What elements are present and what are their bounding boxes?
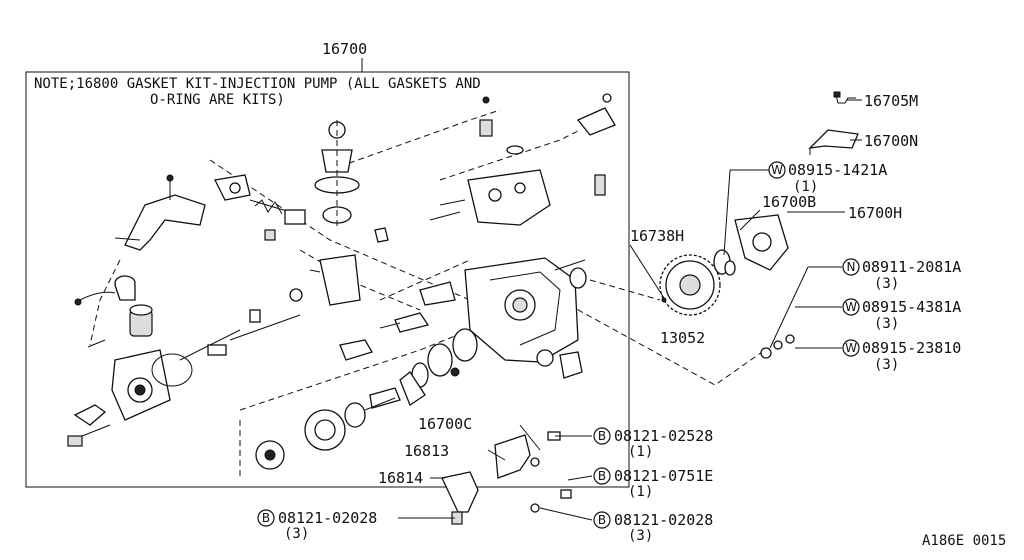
- b-badge-3: B: [257, 509, 275, 527]
- label-08915-23810: 08915-23810: [862, 339, 961, 357]
- label-16700B: 16700B: [762, 193, 816, 211]
- label-16814: 16814: [378, 469, 423, 487]
- label-08121-02028-left: 08121-02028: [278, 509, 377, 527]
- label-16700C: 16700C: [418, 415, 472, 433]
- label-13052: 13052: [660, 329, 705, 347]
- assembly-frame: [25, 71, 630, 488]
- svg-text:N: N: [847, 260, 856, 274]
- figure-reference: A186E 0015: [922, 533, 1006, 549]
- label-16700H: 16700H: [848, 204, 902, 222]
- label-16700N: 16700N: [864, 132, 918, 150]
- qty-08121-02028-left: (3): [284, 526, 309, 542]
- svg-text:W: W: [845, 300, 857, 314]
- label-16700: 16700: [322, 40, 367, 58]
- label-16813: 16813: [404, 442, 449, 460]
- w-badge-3: W: [842, 339, 860, 357]
- note-line-2: O-RING ARE KITS): [150, 92, 285, 108]
- qty-08121-02028-right: (3): [628, 528, 653, 544]
- timing-gear-assembly: [441, 91, 859, 525]
- svg-text:B: B: [598, 513, 606, 527]
- b-badge-4: B: [593, 511, 611, 529]
- svg-text:B: B: [598, 429, 606, 443]
- exploded-parts: [67, 93, 766, 480]
- qty-08915-23810: (3): [874, 357, 899, 373]
- qty-08121-02528: (1): [628, 444, 653, 460]
- w-badge-1: W: [768, 161, 786, 179]
- b-badge-1: B: [593, 427, 611, 445]
- n-badge-1: N: [842, 258, 860, 276]
- b-badge-2: B: [593, 467, 611, 485]
- label-16705M: 16705M: [864, 92, 918, 110]
- label-08121-02528: 08121-02528: [614, 427, 713, 445]
- svg-text:B: B: [262, 511, 270, 525]
- label-08915-1421A: 08915-1421A: [788, 161, 887, 179]
- w-badge-2: W: [842, 298, 860, 316]
- svg-text:W: W: [845, 341, 857, 355]
- qty-08915-1421A: (1): [793, 179, 818, 195]
- qty-08121-0751E: (1): [628, 484, 653, 500]
- svg-text:W: W: [771, 163, 783, 177]
- note-line-1: NOTE;16800 GASKET KIT-INJECTION PUMP (AL…: [34, 76, 481, 92]
- svg-text:B: B: [598, 469, 606, 483]
- qty-08915-4381A: (3): [874, 316, 899, 332]
- leader-lines: [398, 99, 862, 521]
- label-08911-2081A: 08911-2081A: [862, 258, 961, 276]
- label-08121-0751E: 08121-0751E: [614, 467, 713, 485]
- label-08121-02028-right: 08121-02028: [614, 511, 713, 529]
- label-08915-4381A: 08915-4381A: [862, 298, 961, 316]
- qty-08911-2081A: (3): [874, 276, 899, 292]
- label-16738H: 16738H: [630, 227, 684, 245]
